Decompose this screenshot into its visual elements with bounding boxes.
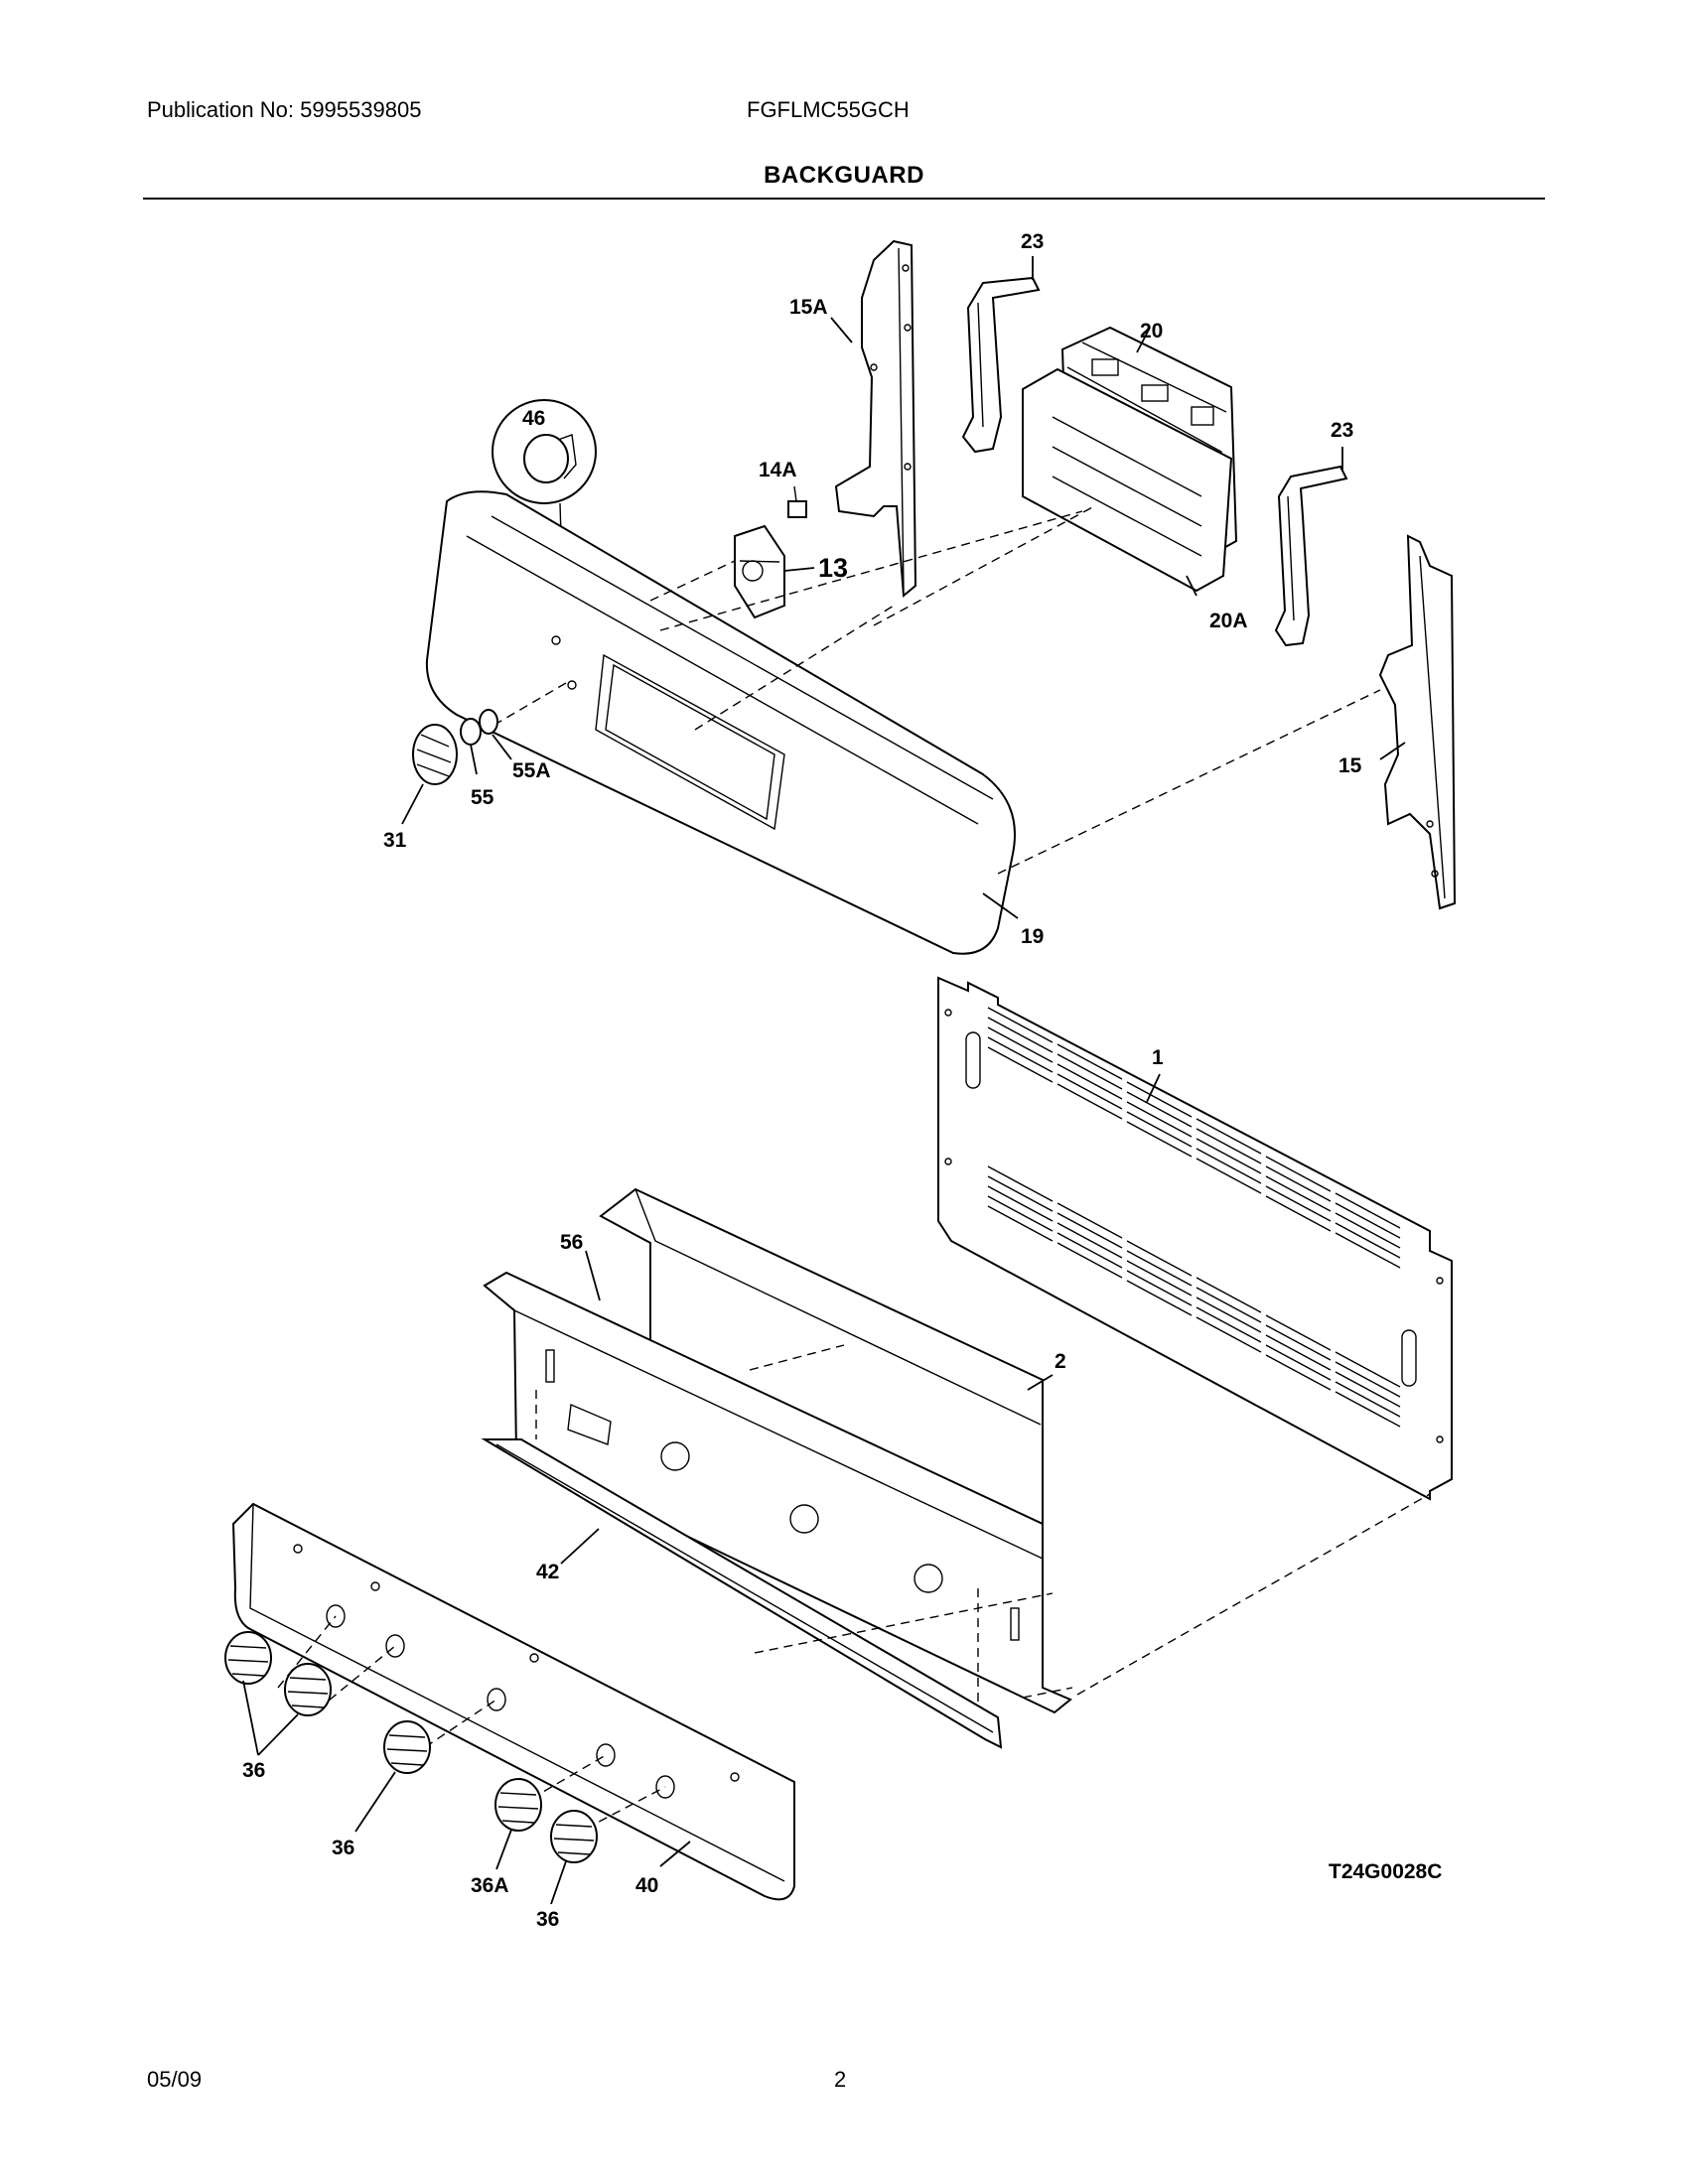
callout-2: 2 xyxy=(1055,1350,1066,1373)
part-15-end-cap xyxy=(1378,534,1457,910)
callout-20A: 20A xyxy=(1209,610,1248,632)
callout-36A: 36A xyxy=(471,1874,509,1897)
part-14A-switch xyxy=(787,485,807,518)
rear-panel-louvers xyxy=(987,1007,1401,1428)
header-rule xyxy=(143,198,1545,200)
part-56-bracket xyxy=(483,1271,1072,1714)
callout-36-b: 36 xyxy=(332,1837,354,1859)
part-15A-end-cap xyxy=(834,239,917,599)
model-number: FGFLMC55GCH xyxy=(747,97,910,122)
callout-56: 56 xyxy=(560,1231,583,1254)
part-36-knob-4 xyxy=(550,1810,598,1863)
figure-code: T24G0028C xyxy=(1329,1860,1443,1883)
callout-23-left: 23 xyxy=(1021,230,1044,253)
callout-55: 55 xyxy=(471,786,494,809)
callout-13: 13 xyxy=(818,553,848,583)
callout-55A: 55A xyxy=(512,759,551,782)
callout-31: 31 xyxy=(383,829,407,852)
part-36-knob-1 xyxy=(224,1631,272,1685)
part-13-switch xyxy=(734,524,785,619)
section-title: BACKGUARD xyxy=(764,162,924,189)
part-23-bracket-left xyxy=(961,276,1041,454)
part-55-nut xyxy=(460,718,482,746)
callout-46: 46 xyxy=(522,407,545,430)
part-42-trim xyxy=(481,1438,1003,1749)
callout-20: 20 xyxy=(1140,320,1163,342)
part-23-bracket-right xyxy=(1274,465,1348,647)
part-1-rear-panel xyxy=(937,976,1453,1501)
part-40-manifold-panel xyxy=(231,1502,795,1901)
callout-19: 19 xyxy=(1021,925,1044,948)
callout-1: 1 xyxy=(1152,1046,1164,1069)
callout-40: 40 xyxy=(635,1874,658,1897)
part-20A-overlay xyxy=(1022,367,1233,593)
part-19-backguard-panel xyxy=(425,490,1016,955)
footer-date: 05/09 xyxy=(147,2067,203,2092)
callout-42: 42 xyxy=(536,1561,559,1583)
part-31-knob xyxy=(412,724,458,785)
callout-15A: 15A xyxy=(789,296,828,319)
callout-36-a: 36 xyxy=(242,1759,265,1782)
callout-14A: 14A xyxy=(759,459,797,481)
callout-15: 15 xyxy=(1338,754,1362,777)
page-number: 2 xyxy=(834,2067,847,2092)
part-36-knob-2 xyxy=(284,1663,332,1716)
part-55A-washer xyxy=(479,709,498,735)
part-36-knob-3 xyxy=(383,1720,431,1774)
publication-number: Publication No: 5995539805 xyxy=(147,97,422,122)
callout-36-c: 36 xyxy=(536,1908,559,1931)
part-36A-knob xyxy=(494,1778,542,1832)
callout-23-right: 23 xyxy=(1331,419,1353,442)
